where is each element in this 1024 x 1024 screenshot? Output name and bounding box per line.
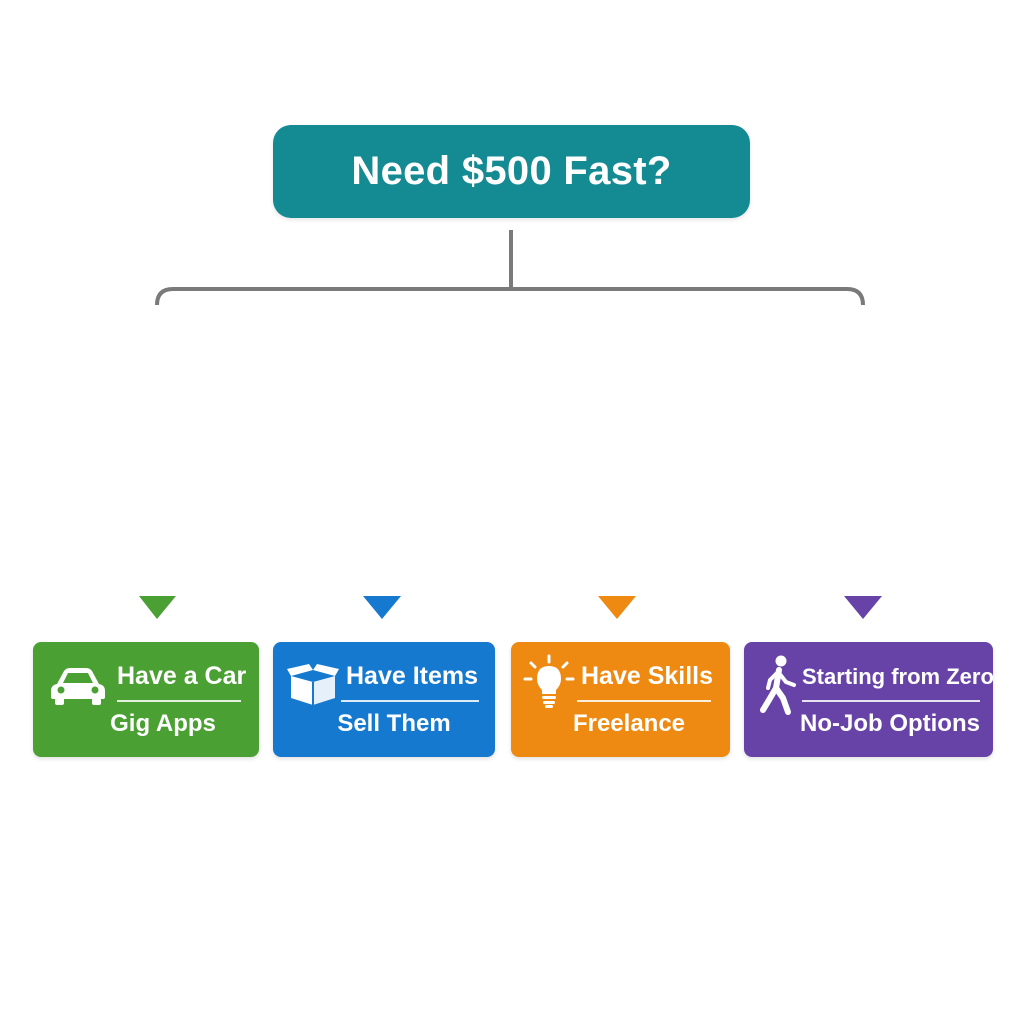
horizontal-bus-line [155, 287, 865, 306]
arrowhead-car [139, 596, 176, 619]
branch-subtitle: Gig Apps [110, 710, 216, 737]
arrowhead-skills [598, 596, 636, 619]
branch-card-skills: Have Skills Freelance [511, 642, 730, 757]
arrowhead-zero [844, 596, 882, 619]
branch-card-car: Have a Car Gig Apps [33, 642, 259, 757]
divider [577, 700, 711, 702]
divider [341, 700, 479, 702]
branch-title: Have a Car [117, 662, 247, 690]
root-node: Need $500 Fast? [273, 125, 750, 218]
divider [802, 700, 980, 702]
branch-title: Have Skills [580, 662, 714, 690]
branch-card-items: Have Items Sell Them [273, 642, 495, 757]
branch-title: Have Items [345, 662, 479, 690]
walking-person-icon [760, 655, 796, 715]
branch-subtitle: Sell Them [337, 710, 451, 737]
lightbulb-icon [523, 654, 575, 708]
branch-title: Starting from Zero [802, 664, 994, 689]
car-icon [51, 668, 105, 705]
branch-subtitle: No-Job Options [800, 710, 980, 737]
branch-subtitle: Freelance [572, 710, 686, 737]
root-title: Need $500 Fast? [351, 149, 672, 193]
divider [117, 700, 241, 702]
arrowhead-items [363, 596, 401, 619]
branch-card-zero: Starting from Zero No-Job Options [744, 642, 994, 757]
box-icon [287, 664, 339, 705]
